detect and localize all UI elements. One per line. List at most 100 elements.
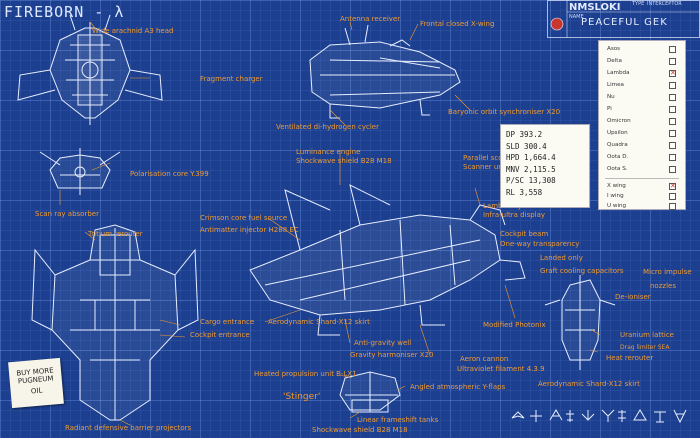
ship-silhouette-icon	[618, 410, 626, 422]
callout-linear-frameshift: Linear frameshift tanks	[357, 416, 439, 424]
callout-tritium: Tritium rerouter	[88, 230, 143, 238]
callout-scanner-unit: Scanner unit	[463, 163, 508, 171]
ship-silhouette-icon	[511, 411, 525, 419]
checklist-label: Lambda	[607, 70, 630, 76]
stat-hpd: HPD 1,664.4	[506, 153, 556, 163]
checkbox-oota-d[interactable]	[669, 154, 676, 161]
ship-silhouette-icon	[549, 409, 563, 421]
stinger-drawing	[339, 371, 401, 413]
checklist-label: Limea	[607, 82, 624, 88]
callout-radiant-barrier: Radiant defensive barrier projectors	[65, 424, 192, 432]
stats-panel: DP 393.2 SLD 300.4 HPD 1,664.4 MNV 2,115…	[500, 124, 590, 208]
callout-frontal-xwing: Frontal closed X-wing	[420, 20, 495, 28]
callout-ultraviolet: Ultraviolet filament 4.3.9	[457, 365, 545, 373]
ship-silhouette-icon	[654, 411, 666, 423]
stat-psc: P/SC 13,308	[506, 176, 556, 186]
ship-silhouette-icon	[581, 410, 595, 421]
header-type: INTERCEPTOR	[647, 1, 682, 7]
checklist-label: Pi	[607, 106, 612, 112]
callout-aero-skirt-top: Aerodynamic Shard-X12 skirt	[268, 318, 370, 326]
callout-cargo-entrance: Cargo entrance	[200, 318, 255, 326]
callout-ventilated: Ventilated di-hydrogen cycler	[276, 123, 379, 131]
checkbox-delta[interactable]	[669, 58, 676, 65]
header-type-label: TYPE	[632, 1, 645, 7]
ship-title: FIREBORN - λ	[4, 3, 125, 21]
callout-drag-limiter: Drag limiter SEA	[620, 344, 670, 351]
callout-baryonic: Baryonic orbit synchroniser X20	[448, 108, 561, 116]
callout-modified-photonix: Modified Photonix	[483, 321, 546, 329]
callout-graft-cooling: Graft cooling capacitors	[540, 267, 624, 275]
callout-antimatter: Antimatter injector H288 EC	[200, 226, 299, 234]
checklist-label: Oota S.	[607, 166, 628, 172]
checkbox-x-wing[interactable]	[669, 182, 676, 190]
callout-crimson-core: Crimson core fuel source	[200, 214, 288, 222]
rear-right-view-drawing	[544, 275, 616, 370]
front-view-drawing	[309, 24, 461, 119]
callout-luminance-shield: Shockwave shield B28 M18	[296, 157, 392, 165]
ship-silhouette-icon	[566, 410, 574, 422]
ship-silhouette-icon	[601, 409, 615, 422]
ship-silhouette-icon	[633, 409, 647, 421]
callout-micro-impulse: Micro impulse	[643, 268, 692, 276]
callout-cockpit-beam: Cockpit beam	[500, 230, 549, 238]
side-view-drawing	[249, 184, 526, 336]
checklist-label: Asos	[607, 46, 621, 52]
checkbox-oota-s[interactable]	[669, 166, 676, 173]
checklist-label: I wing	[607, 193, 624, 199]
bottom-view-drawing	[31, 224, 199, 421]
stat-sld: SLD 300.4	[506, 141, 547, 151]
callout-nozzles: nozzles	[650, 282, 676, 290]
callout-stinger: 'Stinger'	[283, 392, 321, 402]
stat-mnv: MNV 2,115.5	[506, 164, 556, 174]
stat-dp: DP 393.2	[506, 130, 543, 139]
class-checklist: Asos Delta Lambda Limea Nu Pi Omicron Up…	[598, 40, 686, 210]
glyph-icons-row	[511, 409, 687, 424]
callout-leaders	[59, 21, 601, 426]
checklist-label: Delta	[607, 58, 622, 64]
callout-wide-arachnid: Wide arachnid A3 head	[92, 27, 174, 35]
checkbox-u-wing[interactable]	[669, 203, 676, 210]
checkbox-nu[interactable]	[669, 94, 676, 101]
top-view-drawing	[17, 14, 163, 125]
note-line-3: OIL	[30, 386, 43, 396]
callout-aero-skirt-bottom: Aerodynamic Shard-X12 skirt	[538, 380, 640, 388]
callout-uranium-lattice: Uranium lattice	[620, 331, 674, 339]
checklist-divider	[605, 178, 679, 179]
ship-silhouette-icon	[530, 410, 542, 422]
callout-aeron-cannon: Aeron cannon	[460, 355, 509, 363]
checkbox-limea[interactable]	[669, 82, 676, 89]
checkbox-i-wing[interactable]	[669, 193, 676, 200]
checkbox-omicron[interactable]	[669, 118, 676, 125]
checkbox-asos[interactable]	[669, 46, 676, 53]
callout-scan-ray: Scan ray absorber	[35, 210, 99, 218]
callout-landed-only: Landed only	[540, 254, 583, 262]
ship-name: PEACEFUL GEK	[581, 17, 668, 28]
callout-heated-propulsion: Heated propulsion unit B-LX1	[254, 370, 357, 378]
callout-antigravity-well: Anti-gravity well	[354, 339, 412, 347]
callout-deioniser: De-ioniser	[615, 293, 651, 301]
checkbox-upsilon[interactable]	[669, 130, 676, 137]
callout-shockwave-bottom: Shockwave shield B28 M18	[312, 426, 408, 434]
checklist-label: X wing	[607, 183, 626, 189]
callout-one-way: One-way transparency	[500, 240, 580, 248]
checkbox-lambda[interactable]	[669, 69, 676, 77]
checklist-label: Oota D.	[607, 154, 629, 160]
rear-view-drawing	[39, 148, 121, 195]
checklist-label: Omicron	[607, 118, 631, 124]
callout-angled-flaps: Angled atmospheric Y-flaps	[410, 383, 506, 391]
callout-antenna-receiver: Antenna receiver	[340, 15, 401, 23]
checkbox-pi[interactable]	[669, 106, 676, 113]
checklist-label: Nu	[607, 94, 615, 100]
ship-silhouette-icon	[673, 409, 687, 424]
callout-cockpit-entrance: Cockpit entrance	[190, 331, 250, 339]
checklist-label: Upsilon	[607, 130, 628, 136]
header-box: NMSLOKI INTERCEPTOR TYPE NAME PEACEFUL G…	[547, 0, 700, 38]
callout-fragment-charger: Fragment charger	[200, 75, 263, 83]
checkbox-quadra[interactable]	[669, 142, 676, 149]
checklist-label: U wing	[607, 203, 627, 209]
callout-parallel-scope: Parallel scope	[463, 154, 512, 162]
callout-gravity-harmoniser: Gravity harmoniser X20	[350, 351, 434, 359]
header-code: NMSLOKI	[569, 2, 621, 13]
